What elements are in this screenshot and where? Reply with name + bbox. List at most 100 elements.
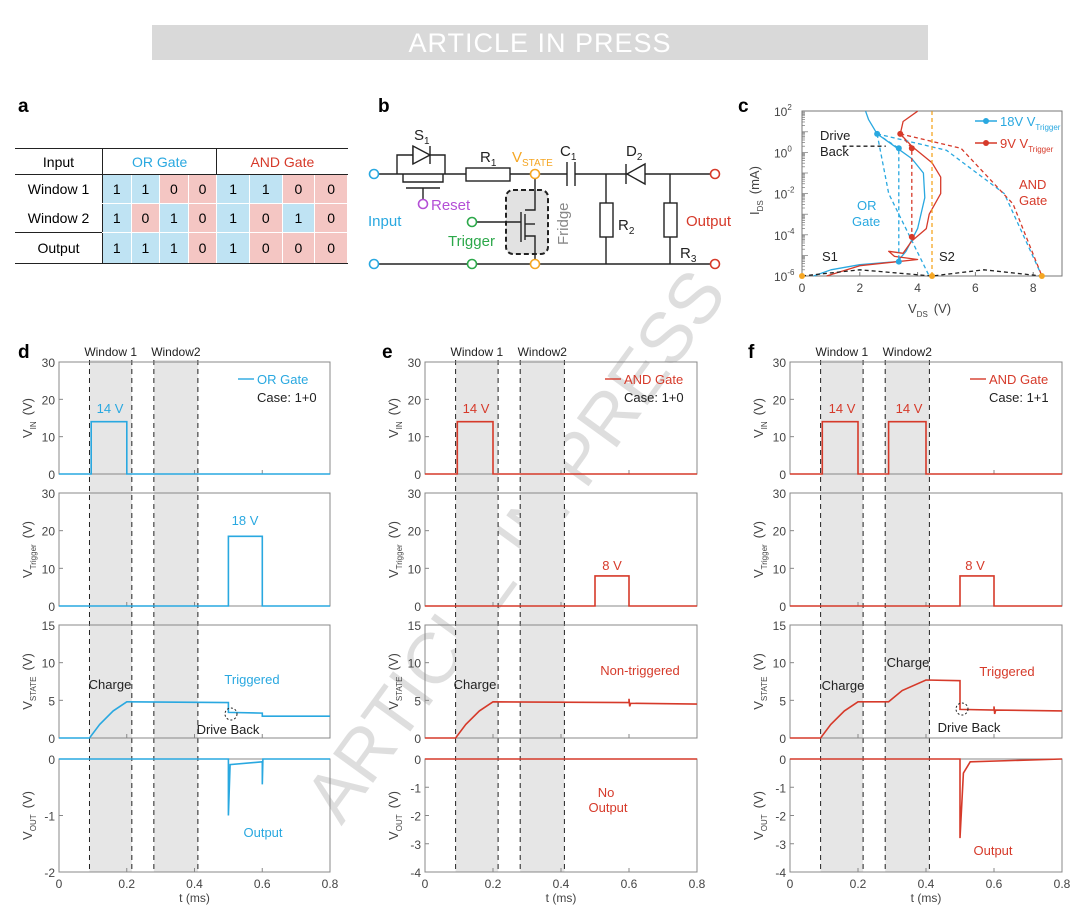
annotation: 14 V — [829, 401, 856, 416]
x-tick-label: 2 — [856, 281, 863, 295]
waveform-state — [59, 700, 330, 739]
y-tick-label: 10-6 — [774, 268, 795, 284]
subscript: Trigger — [1035, 123, 1060, 132]
terminal-node — [529, 258, 541, 270]
fridge-label: Fridge — [555, 202, 572, 245]
text-part: (V) — [20, 791, 35, 808]
y-tick-label: 20 — [42, 393, 56, 407]
vstate-label: VSTATE — [512, 149, 553, 169]
panel-e-chart — [424, 360, 698, 873]
annotation-s2: S2 — [939, 249, 955, 264]
waveform-trigger — [790, 575, 1062, 607]
annotation: 14 V — [896, 401, 923, 416]
r1-label: R1 — [480, 149, 497, 169]
y-tick-label: -1 — [775, 781, 786, 795]
window-label: Window 1 — [451, 345, 504, 359]
y-tick-label: 5 — [414, 694, 421, 708]
annotation: Drive Back — [938, 720, 1001, 735]
y-axis-label: VTrigger(V) — [386, 521, 404, 578]
series-and-sweep — [826, 110, 942, 277]
y-tick-label: -2 — [44, 866, 55, 880]
window-shade — [520, 360, 565, 872]
r2-label: R2 — [618, 217, 635, 237]
panel-label: f — [748, 342, 755, 363]
data-point — [929, 273, 936, 279]
data-point — [1038, 273, 1045, 279]
text-part: (V) — [751, 653, 766, 670]
subscript: 2 — [629, 226, 635, 237]
y-tick-label: 30 — [773, 356, 787, 370]
y-tick-label: 10 — [408, 657, 422, 671]
data-point — [895, 258, 902, 265]
waveform-in — [790, 420, 1062, 475]
y-tick-label: 0 — [48, 600, 55, 614]
y-tick-label: 30 — [408, 356, 422, 370]
row-label: Output — [15, 232, 103, 264]
annotation: 8 V — [602, 558, 622, 573]
or-cell: 0 — [159, 174, 189, 204]
data-point — [908, 145, 915, 152]
y-tick-label: 20 — [408, 393, 422, 407]
x-tick-label: 0.8 — [322, 877, 339, 891]
y-tick-label: 10 — [773, 562, 787, 576]
y-axis-label: VSTATE(V) — [20, 653, 38, 710]
panel-label: e — [382, 342, 393, 363]
y-tick-label: 0 — [779, 468, 786, 482]
series-and-path-2 — [899, 133, 913, 237]
text-part: (V) — [751, 791, 766, 808]
y-axis-label: VOUT(V) — [751, 791, 769, 840]
waveform-state — [790, 679, 1063, 739]
text-part: (V) — [20, 653, 35, 670]
subscript: Trigger — [395, 544, 404, 569]
x-tick-label: 0.8 — [1054, 877, 1071, 891]
y-tick-label: 30 — [408, 487, 422, 501]
terminal-node — [709, 168, 721, 180]
or-cell: 1 — [102, 232, 132, 264]
and-cell: 1 — [216, 203, 250, 233]
x-tick-label: 0.8 — [689, 877, 706, 891]
y-tick-label: 10 — [773, 431, 787, 445]
header-or-gate: OR Gate — [101, 148, 217, 175]
or-cell: 1 — [159, 203, 189, 233]
y-axis-label: VIN(V) — [20, 398, 38, 438]
annotation: 8 V — [965, 558, 985, 573]
annotation: Triggered — [979, 664, 1034, 679]
x-tick-label: 8 — [1030, 281, 1037, 295]
drive-back-marker — [955, 702, 969, 716]
or-cell: 1 — [130, 174, 161, 204]
text-part: -2 — [787, 186, 795, 195]
case-label: Case: 1+0 — [624, 390, 684, 405]
drive-back-marker — [224, 707, 238, 721]
x-tick-label: 0.6 — [621, 877, 638, 891]
subscript: OUT — [29, 814, 38, 831]
output-label: Output — [686, 213, 732, 230]
y-tick-label: 0 — [48, 468, 55, 482]
y-tick-label: 20 — [42, 525, 56, 539]
text-part: (V) — [751, 521, 766, 538]
y-tick-label: 20 — [773, 393, 787, 407]
x-tick-label: 0 — [787, 877, 794, 891]
subscript: IN — [29, 421, 38, 429]
y-tick-label: -4 — [775, 866, 786, 880]
or-cell: 1 — [102, 203, 132, 233]
y-tick-label: 10-2 — [774, 186, 795, 202]
text-part: 0 — [787, 144, 792, 153]
x-tick-label: 0.4 — [186, 877, 203, 891]
y-axis-label: VTrigger(V) — [751, 521, 769, 578]
row-label: Window 2 — [27, 209, 90, 226]
y-tick-label: 30 — [773, 487, 787, 501]
terminal-node — [417, 198, 429, 210]
d2-label: D2 — [626, 143, 643, 163]
waveform-out — [59, 758, 330, 816]
terminal-node — [709, 258, 721, 270]
waveform-in — [59, 420, 330, 475]
x-tick-label: 4 — [914, 281, 921, 295]
subscript: OUT — [395, 814, 404, 831]
y-tick-label: -4 — [410, 866, 421, 880]
legend-entry: OR Gate — [257, 372, 308, 387]
x-tick-label: 0.6 — [986, 877, 1003, 891]
header-input: Input — [15, 148, 103, 175]
series-or-path-1 — [876, 133, 930, 277]
subscript: STATE — [29, 677, 38, 702]
